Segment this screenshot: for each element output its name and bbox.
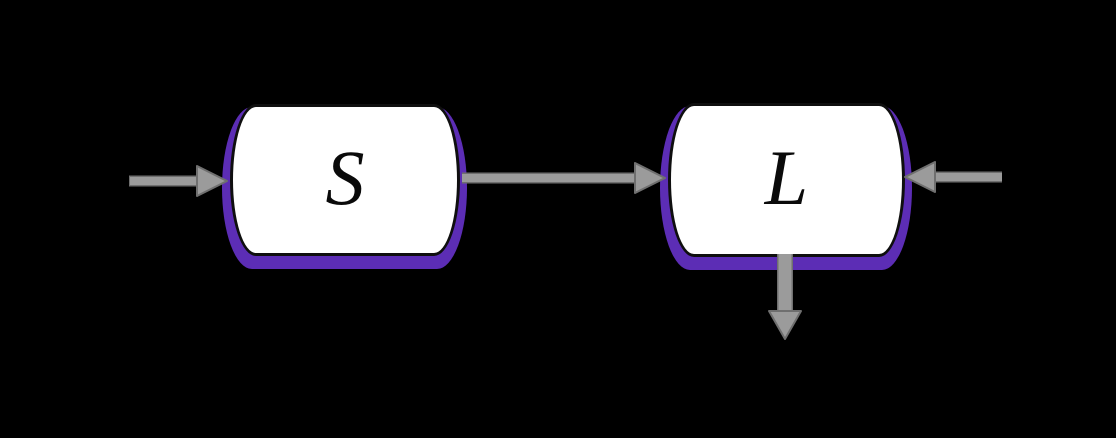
arrow-s-to-l-icon: [462, 162, 666, 194]
arrow-inflow-left-icon: [129, 165, 228, 197]
node-L-label: L: [764, 134, 809, 221]
node-S-label: S: [325, 134, 365, 221]
node-L-body: L: [668, 103, 905, 257]
node-L: L: [660, 103, 912, 270]
arrow-inflow-right-icon: [904, 161, 1002, 193]
arrow-outflow-down-head: [768, 310, 802, 340]
node-S-body: S: [230, 104, 460, 256]
node-S: S: [222, 104, 467, 269]
